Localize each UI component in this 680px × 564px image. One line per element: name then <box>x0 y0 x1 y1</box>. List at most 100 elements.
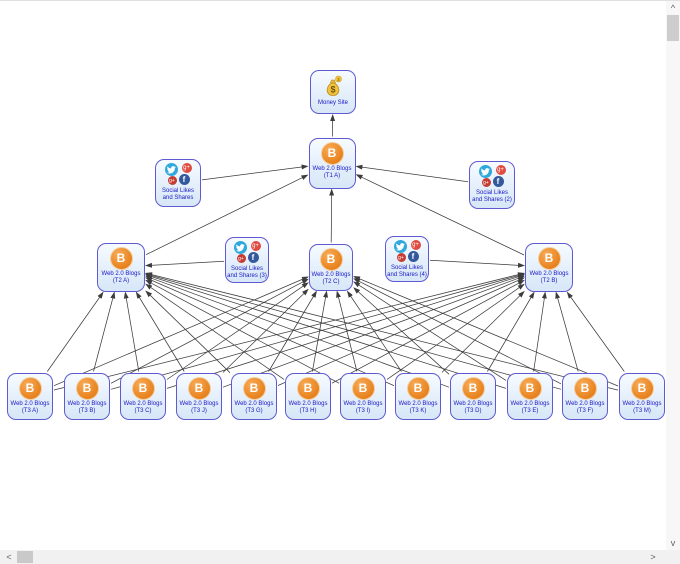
twitter-bird-icon <box>396 242 405 251</box>
node-label: Social Likes <box>391 265 423 272</box>
blogger-icon: B <box>110 247 133 270</box>
node-label: Social Likes <box>162 188 194 195</box>
node-sublabel: (T2 A) <box>113 278 129 285</box>
diagram-node-t3a[interactable]: B Web 2.0 Blogs(T3 A) <box>7 373 53 420</box>
twitter-icon <box>234 241 247 254</box>
diagram-node-t3b[interactable]: B Web 2.0 Blogs(T3 B) <box>64 373 110 420</box>
googleplus-icon: g+ <box>496 165 506 175</box>
diagram-node-t3f[interactable]: B Web 2.0 Blogs(T3 F) <box>562 373 608 420</box>
blogger-letter: B <box>26 381 35 395</box>
node-sublabel: and Shares (2) <box>472 197 512 204</box>
googleplus-icon: g+ <box>182 163 192 173</box>
twitter-bird-icon <box>167 165 176 174</box>
blogger-letter: B <box>327 252 336 266</box>
scroll-up-icon[interactable]: ^ <box>666 1 680 15</box>
googleplus-icon: g+ <box>411 240 421 250</box>
blogger-letter: B <box>526 381 535 395</box>
node-sublabel: (T3 F) <box>577 408 593 415</box>
node-sublabel: (T1 A) <box>324 173 340 180</box>
blogger-letter: B <box>117 251 126 265</box>
horizontal-scroll-thumb[interactable] <box>17 551 33 563</box>
node-label: Web 2.0 Blogs <box>235 401 274 408</box>
node-label: Web 2.0 Blogs <box>312 272 351 279</box>
googleplus-icon: g+ <box>168 176 177 185</box>
node-label: Web 2.0 Blogs <box>623 401 662 408</box>
blogger-icon: B <box>538 247 561 270</box>
node-sublabel: (T3 A) <box>22 408 38 415</box>
googleplus-icon: g+ <box>237 254 246 263</box>
twitter-bird-icon <box>236 243 245 252</box>
blogger-letter: B <box>414 381 423 395</box>
social-icons-cluster: g+ g+f <box>165 163 192 187</box>
blogger-icon: B <box>297 377 320 400</box>
scroll-right-icon[interactable]: > <box>646 550 660 564</box>
node-sublabel: (T3 D) <box>465 408 482 415</box>
node-sublabel: and Shares <box>163 195 194 202</box>
node-label: Web 2.0 Blogs <box>454 401 493 408</box>
node-label: Web 2.0 Blogs <box>313 166 352 173</box>
horizontal-scrollbar[interactable]: < > <box>0 550 666 564</box>
node-label: Web 2.0 Blogs <box>102 271 141 278</box>
scroll-down-icon[interactable]: v <box>666 536 680 550</box>
blogger-letter: B <box>83 381 92 395</box>
node-label: Web 2.0 Blogs <box>68 401 107 408</box>
node-sublabel: (T2 B) <box>541 278 558 285</box>
facebook-icon: f <box>248 252 259 263</box>
diagram-node-money[interactable]: $$Money Site <box>310 70 356 114</box>
blogger-icon: B <box>352 377 375 400</box>
blogger-letter: B <box>359 381 368 395</box>
facebook-icon: f <box>493 176 504 187</box>
blogger-letter: B <box>328 146 337 160</box>
blogger-letter: B <box>581 381 590 395</box>
node-sublabel: (T3 G) <box>245 408 262 415</box>
node-sublabel: (T3 B) <box>79 408 96 415</box>
node-sublabel: (T2 C) <box>323 279 340 286</box>
node-label: Web 2.0 Blogs <box>566 401 605 408</box>
node-label: Social Likes <box>231 266 263 273</box>
node-label: Social Likes <box>476 190 508 197</box>
blogger-icon: B <box>631 377 654 400</box>
twitter-icon <box>479 165 492 178</box>
social-icons-cluster: g+g+f <box>394 240 421 264</box>
facebook-icon: f <box>179 174 190 185</box>
money-bag-icon: $$ <box>320 74 346 100</box>
node-label: Web 2.0 Blogs <box>399 401 438 408</box>
diagram-node-t2c[interactable]: B Web 2.0 Blogs(T2 C) <box>309 244 353 291</box>
node-label: Web 2.0 Blogs <box>530 271 569 278</box>
node-label: Web 2.0 Blogs <box>180 401 219 408</box>
blogger-icon: B <box>243 377 266 400</box>
vertical-scrollbar[interactable]: ^ v <box>666 1 680 550</box>
twitter-bird-icon <box>481 167 490 176</box>
node-label: Web 2.0 Blogs <box>11 401 50 408</box>
facebook-icon: f <box>408 251 419 262</box>
scroll-left-icon[interactable]: < <box>2 550 16 564</box>
diagram-node-t3k[interactable]: B Web 2.0 Blogs(T3 K) <box>395 373 441 420</box>
diagram-node-t1a[interactable]: B Web 2.0 Blogs(T1 A) <box>309 138 356 189</box>
node-label: Web 2.0 Blogs <box>124 401 163 408</box>
node-sublabel: and Shares (4) <box>387 272 427 279</box>
node-sublabel: (T3 E) <box>522 408 539 415</box>
node-sublabel: (T3 K) <box>410 408 427 415</box>
blogger-icon: B <box>19 377 42 400</box>
vertical-scroll-thumb[interactable] <box>667 15 679 41</box>
googleplus-icon: g+ <box>482 178 491 187</box>
blogger-letter: B <box>304 381 313 395</box>
svg-text:$: $ <box>330 84 335 94</box>
node-sublabel: (T3 M) <box>633 408 651 415</box>
node-sublabel: (T3 H) <box>300 408 317 415</box>
diagram-node-t2a[interactable]: B Web 2.0 Blogs(T2 A) <box>97 243 145 292</box>
